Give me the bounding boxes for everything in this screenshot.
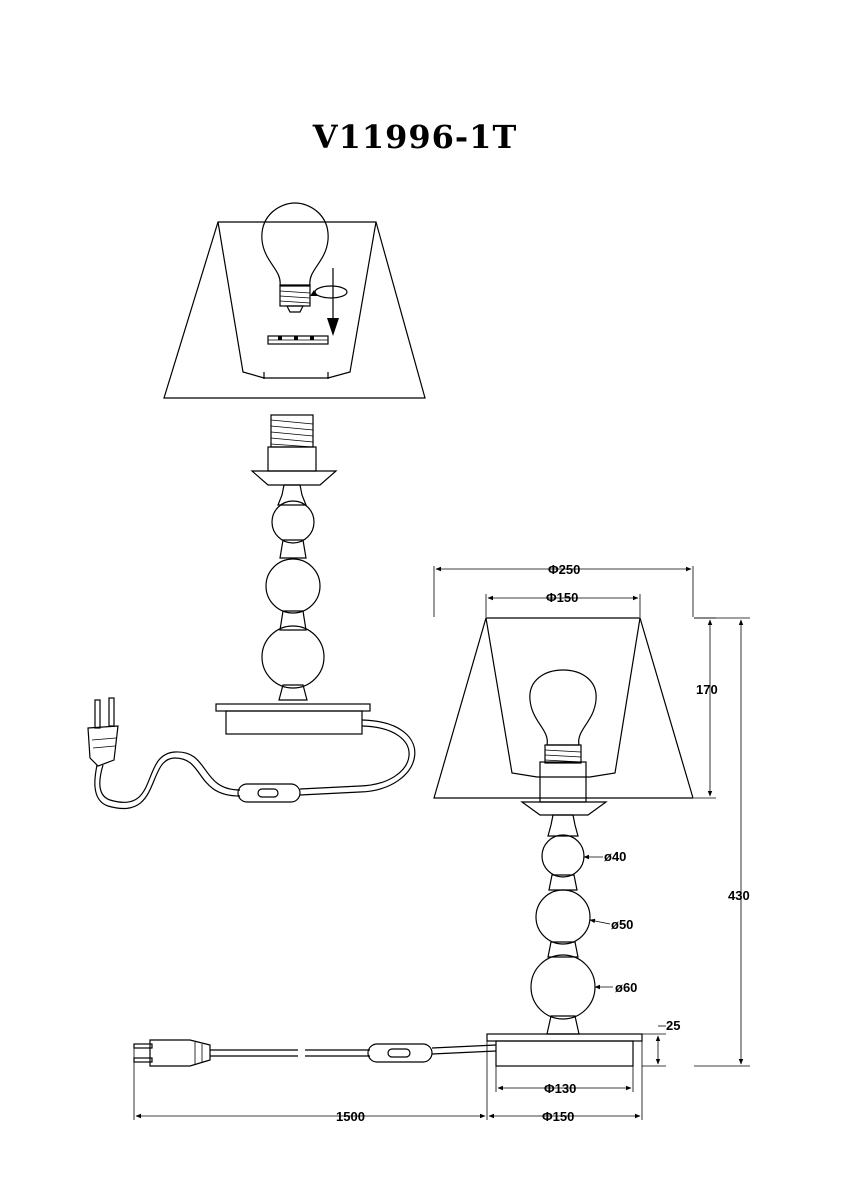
label-base-inner: Φ130	[544, 1081, 576, 1096]
exploded-shade	[163, 221, 426, 399]
exploded-view	[87, 202, 426, 809]
assembled-plug-icon	[133, 1039, 211, 1067]
exploded-base	[215, 703, 371, 735]
label-ball-large: ø60	[615, 980, 637, 995]
assembled-bulb-icon	[529, 669, 597, 803]
exploded-plug-icon	[87, 697, 119, 767]
assembled-cord	[133, 1039, 497, 1067]
ball-small	[541, 834, 585, 878]
exploded-stem	[261, 484, 325, 701]
label-cord-length: 1500	[336, 1109, 365, 1124]
socket-thread	[267, 414, 317, 472]
assembled-view	[133, 617, 694, 1067]
label-base-outer: Φ150	[542, 1109, 574, 1124]
rotate-arrow-icon	[310, 285, 348, 299]
label-shade-inner: Φ150	[546, 590, 578, 605]
assembled-shade	[433, 617, 694, 799]
assembled-base	[486, 1033, 643, 1067]
label-shade-outer: Φ250	[548, 562, 580, 577]
assembled-stem	[530, 814, 596, 1035]
down-arrow-icon	[327, 268, 339, 336]
label-total-height: 430	[728, 888, 750, 903]
label-shade-height: 170	[696, 682, 718, 697]
assembled-switch-icon	[367, 1043, 433, 1063]
exploded-cord	[87, 697, 416, 809]
ring-plate	[267, 335, 329, 345]
ball-large	[530, 954, 596, 1020]
dimension-lines	[133, 566, 750, 1120]
exploded-cup	[250, 470, 338, 486]
exploded-switch-icon	[237, 783, 301, 803]
assembled-cup	[520, 801, 608, 816]
ball-medium	[535, 889, 591, 945]
model-title: V11996-1T	[312, 118, 518, 156]
label-ball-small: ø40	[604, 849, 626, 864]
label-ball-medium: ø50	[611, 917, 633, 932]
label-base-height: 25	[666, 1018, 680, 1033]
